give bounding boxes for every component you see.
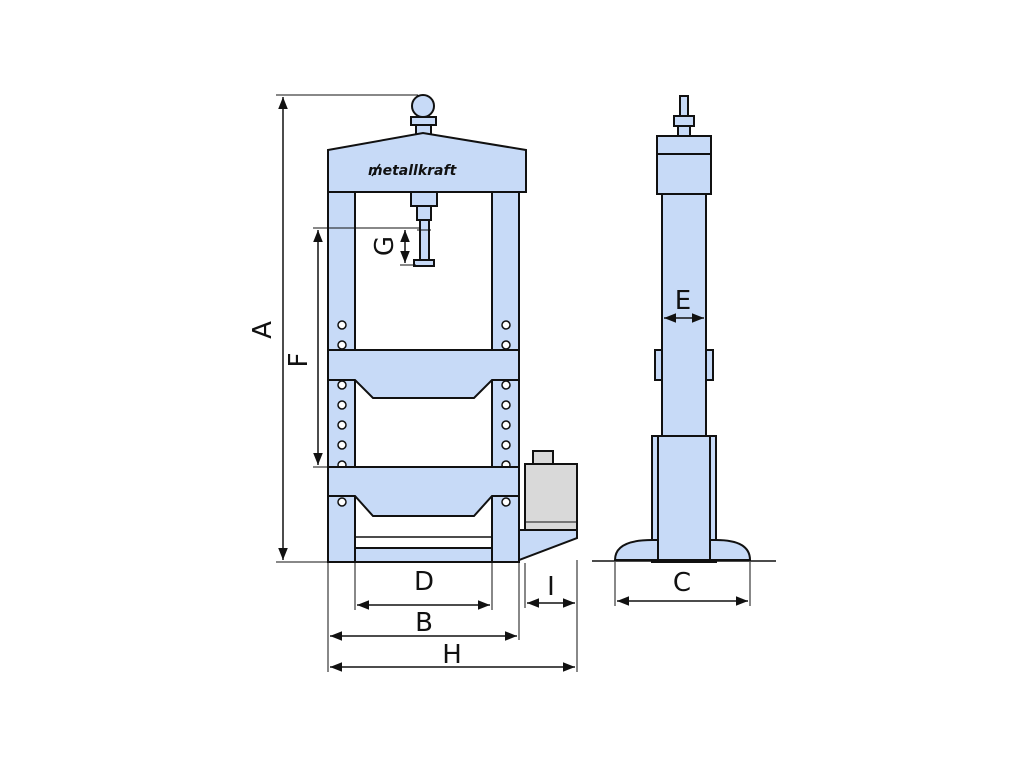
logo-slash — [371, 163, 381, 177]
dim-label-I: I — [547, 572, 555, 602]
ram-collar — [410, 116, 437, 126]
cylinder-flange — [410, 191, 438, 207]
side-lug-right — [705, 349, 714, 381]
brand-logo: metallkraft — [368, 163, 458, 179]
dim-label-E: E — [675, 286, 691, 316]
side-top-rod — [679, 95, 689, 117]
side-head-block — [656, 135, 712, 155]
dim-label-C: C — [673, 568, 691, 598]
side-foot-column — [657, 435, 711, 561]
dim-label-H: H — [442, 640, 462, 670]
press-head — [413, 259, 435, 267]
side-view — [592, 95, 776, 563]
piston-rod — [419, 219, 430, 261]
dim-label-A: A — [248, 321, 278, 339]
pump-bracket — [518, 529, 578, 562]
dim-label-F: F — [284, 353, 314, 368]
base-crossbar — [354, 547, 493, 563]
front-view: metallkraft — [327, 94, 578, 563]
head-beam — [327, 131, 527, 193]
dimensions: A F G D B H I C E — [248, 94, 751, 672]
side-lug-left — [654, 349, 663, 381]
dim-label-D: D — [414, 567, 434, 597]
dim-label-G: G — [370, 236, 400, 256]
pump-unit — [524, 463, 578, 531]
dim-label-B: B — [415, 608, 433, 638]
piston-rod-upper — [416, 205, 432, 221]
lower-work-table — [327, 466, 520, 517]
pump-cap — [532, 450, 554, 465]
side-top-collar — [677, 125, 691, 137]
ram-ball — [411, 94, 435, 118]
side-head-body — [656, 153, 712, 195]
side-top-nut — [673, 115, 695, 127]
upper-work-table — [327, 349, 520, 399]
